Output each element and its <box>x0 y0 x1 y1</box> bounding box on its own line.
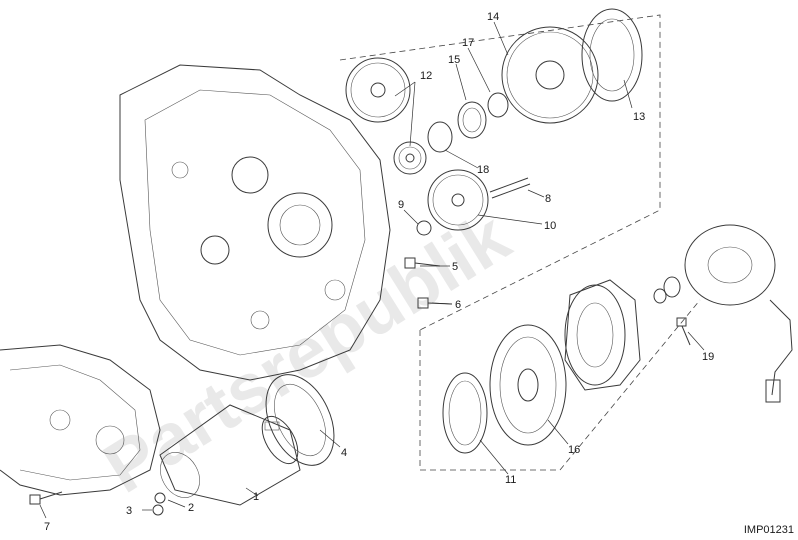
callout-19: 19 <box>702 351 714 363</box>
callout-10: 10 <box>544 220 556 232</box>
callout-16: 16 <box>568 444 580 456</box>
callout-13: 13 <box>633 111 645 123</box>
starter-gasket <box>265 374 335 466</box>
callout-4: 4 <box>341 447 347 459</box>
lower-housing <box>0 344 161 496</box>
screw-5 <box>404 257 441 269</box>
svg-text:Partsrepublik: Partsrepublik <box>91 196 524 508</box>
bushing-17 <box>487 92 509 118</box>
callout-17: 17 <box>462 37 474 49</box>
callout-18: 18 <box>477 164 489 176</box>
assembly-frame-upper <box>339 14 661 331</box>
nut-3 <box>152 504 164 516</box>
callout-5: 5 <box>452 261 458 273</box>
housing-16 <box>489 324 567 446</box>
gear-12-small <box>393 141 427 175</box>
callout-2: 2 <box>188 502 194 514</box>
gear-10 <box>427 169 489 231</box>
cover-13 <box>581 8 643 102</box>
callout-6: 6 <box>455 299 461 311</box>
callout-1: 1 <box>253 491 259 503</box>
screw-7 <box>29 491 63 505</box>
washer-9 <box>416 220 432 236</box>
callout-12: 12 <box>420 70 432 82</box>
drawing-code: IMP01231 <box>743 524 794 536</box>
gear-12-large <box>345 57 411 123</box>
washer-2 <box>154 492 166 504</box>
freewheel-11 <box>442 372 488 454</box>
stator <box>653 224 793 403</box>
callout-7: 7 <box>44 521 50 533</box>
callout-14: 14 <box>487 11 499 23</box>
rotor <box>564 279 641 391</box>
assembly-frame-lower <box>419 299 701 471</box>
ring-18 <box>427 121 453 153</box>
crankcase-housing <box>119 64 391 381</box>
callout-9: 9 <box>398 199 404 211</box>
screw-19 <box>676 317 691 346</box>
callout-15: 15 <box>448 54 460 66</box>
callout-3: 3 <box>126 505 132 517</box>
gear-14-flywheel-ring <box>501 26 599 124</box>
callout-8: 8 <box>545 193 551 205</box>
shaft-8 <box>489 177 531 199</box>
watermark: Partsrepublik <box>91 196 524 508</box>
callout-11: 11 <box>505 474 516 486</box>
bearing-15 <box>457 101 487 139</box>
